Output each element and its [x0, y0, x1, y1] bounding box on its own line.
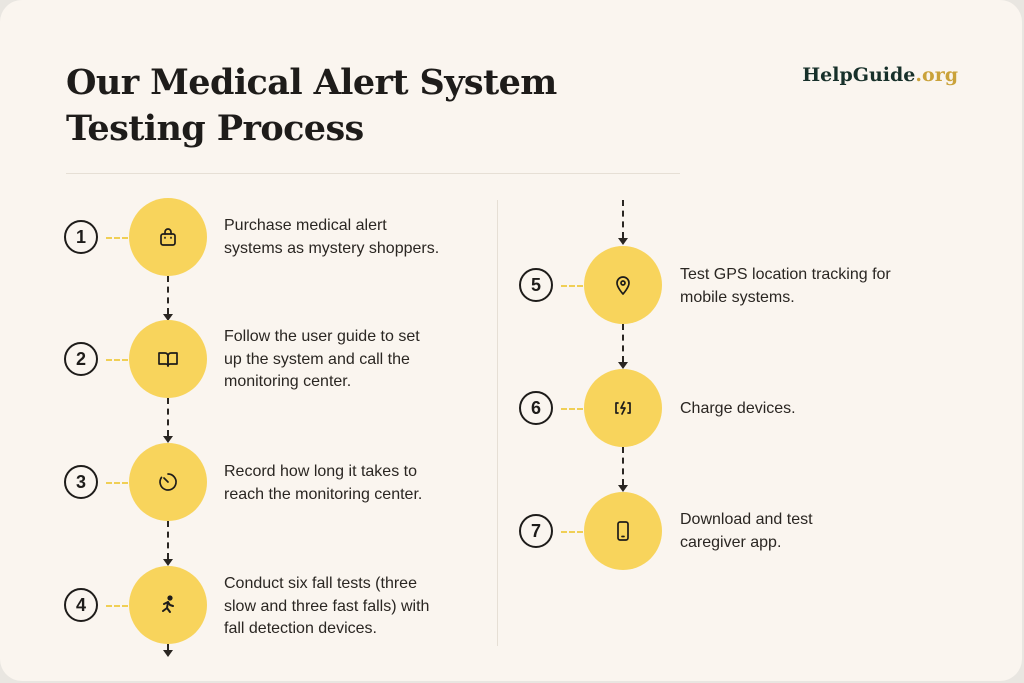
page-title: Our Medical Alert System Testing Process — [66, 60, 586, 152]
flow-arrow-into-5 — [618, 238, 628, 245]
step-1-line-2: systems as mystery shoppers. — [224, 239, 440, 257]
step-number-2: 2 — [64, 342, 98, 376]
flow-connector-1-2 — [167, 276, 169, 314]
flow-arrow-5-6 — [618, 362, 628, 369]
shopping-bag-icon — [160, 228, 176, 246]
open-book-icon — [158, 352, 178, 367]
location-pin-icon — [616, 276, 630, 295]
step-6-line-1: Charge devices. — [680, 400, 796, 417]
step-4-line-2: slow and three fast falls) with — [224, 597, 430, 615]
step-text-5: Test GPS location tracking for mobile sy… — [680, 264, 950, 309]
step-connector-4 — [106, 605, 128, 607]
step-icon-circle-7 — [584, 492, 662, 570]
step-number-3: 3 — [64, 465, 98, 499]
step-4-line-3: fall detection devices. — [224, 620, 377, 637]
step-7-line-2: caregiver app. — [680, 533, 782, 551]
step-text-4: Conduct six fall tests (three slow and t… — [224, 573, 474, 641]
step-text-6: Charge devices. — [680, 398, 930, 421]
step-3-line-2: reach the monitoring center. — [224, 485, 423, 503]
brand-suffix: .org — [915, 64, 958, 86]
step-text-2: Follow the user guide to set up the syst… — [224, 326, 474, 394]
step-connector-5 — [561, 285, 583, 287]
step-number-4: 4 — [64, 588, 98, 622]
step-icon-circle-6 — [584, 369, 662, 447]
title-line-2: Testing Process — [66, 108, 364, 149]
step-icon-circle-2 — [129, 320, 207, 398]
step-text-7: Download and test caregiver app. — [680, 509, 930, 554]
step-connector-2 — [106, 359, 128, 361]
step-3-line-1: Record how long it takes to — [224, 463, 417, 480]
step-number-7: 7 — [519, 514, 553, 548]
step-number-5: 5 — [519, 268, 553, 302]
step-connector-1 — [106, 237, 128, 239]
step-number-1: 1 — [64, 220, 98, 254]
brand-name: HelpGuide — [802, 64, 916, 86]
flow-connector-into-5 — [622, 200, 624, 238]
step-text-3: Record how long it takes to reach the mo… — [224, 461, 474, 506]
step-5-line-1: Test GPS location tracking for — [680, 266, 891, 283]
battery-charging-icon — [615, 401, 631, 415]
step-5-line-2: mobile systems. — [680, 288, 795, 306]
brand-logo: HelpGuide.org — [802, 64, 958, 86]
flow-connector-5-6 — [622, 324, 624, 362]
flow-connector-4-5 — [167, 644, 169, 650]
column-divider — [497, 200, 498, 646]
step-number-6: 6 — [519, 391, 553, 425]
step-text-1: Purchase medical alert systems as myster… — [224, 215, 474, 260]
flow-arrow-6-7 — [618, 485, 628, 492]
flow-arrow-2-3 — [163, 436, 173, 443]
step-icon-circle-5 — [584, 246, 662, 324]
smartphone-icon — [617, 521, 629, 541]
flow-arrow-1-2 — [163, 314, 173, 321]
step-2-line-3: monitoring center. — [224, 373, 352, 390]
step-connector-6 — [561, 408, 583, 410]
flow-arrow-3-4 — [163, 559, 173, 566]
title-line-1: Our Medical Alert System — [66, 62, 557, 103]
flow-arrow-4-5 — [163, 650, 173, 657]
step-icon-circle-4 — [129, 566, 207, 644]
step-connector-7 — [561, 531, 583, 533]
step-2-line-1: Follow the user guide to set — [224, 328, 420, 345]
flow-connector-6-7 — [622, 447, 624, 485]
step-icon-circle-3 — [129, 443, 207, 521]
step-1-line-1: Purchase medical alert — [224, 217, 387, 234]
flow-connector-2-3 — [167, 398, 169, 436]
step-icon-circle-1 — [129, 198, 207, 276]
person-falling-icon — [162, 595, 174, 613]
step-4-line-1: Conduct six fall tests (three — [224, 575, 417, 592]
timer-icon — [159, 473, 177, 491]
step-2-line-2: up the system and call the — [224, 350, 410, 368]
flow-connector-3-4 — [167, 521, 169, 559]
step-7-line-1: Download and test — [680, 511, 813, 528]
title-divider — [66, 173, 680, 174]
step-connector-3 — [106, 482, 128, 484]
